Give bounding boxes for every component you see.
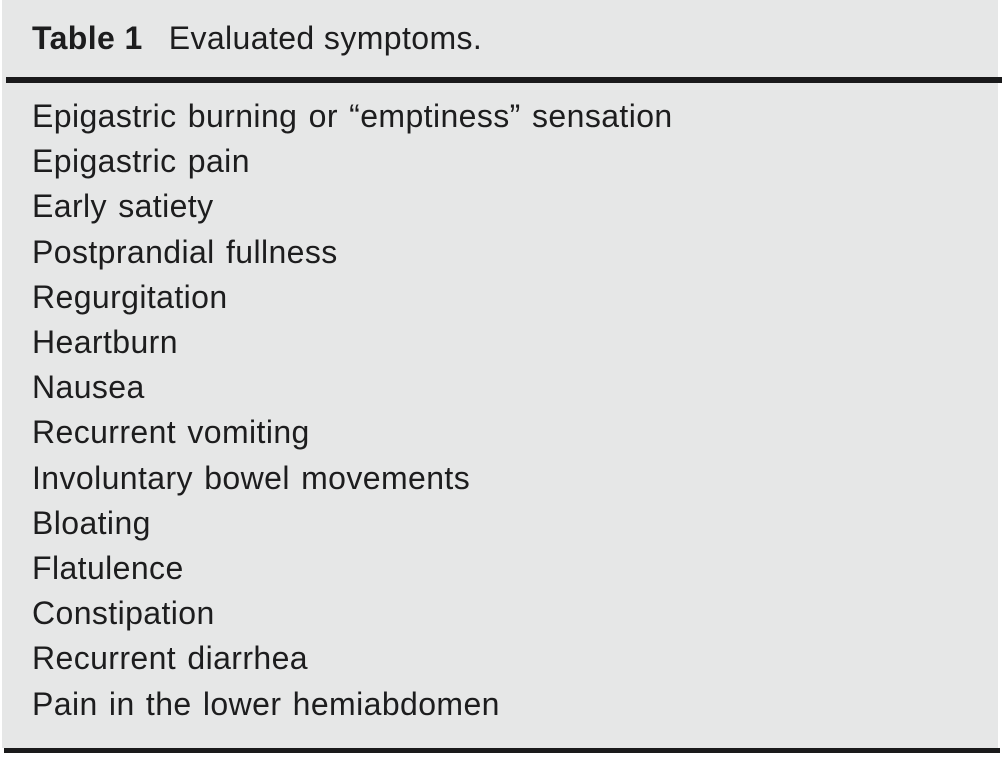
table-row: Regurgitation: [32, 278, 228, 315]
bottom-rule: [4, 748, 1000, 753]
table-row: Recurrent diarrhea: [32, 640, 308, 677]
symptom-list: Epigastric burning or “emptiness” sensat…: [32, 94, 673, 727]
table-row: Bloating: [32, 504, 151, 541]
table-row: Flatulence: [32, 550, 184, 587]
table-panel: Table 1 Evaluated symptoms. Epigastric bu…: [2, 0, 1002, 748]
table-row: Nausea: [32, 369, 145, 406]
table-row: Early satiety: [32, 188, 214, 225]
table-label: Table 1: [32, 20, 143, 56]
table-row: Epigastric pain: [32, 143, 250, 180]
table-row: Postprandial fullness: [32, 233, 338, 270]
table-title: Evaluated symptoms.: [168, 20, 483, 56]
table-row: Pain in the lower hemiabdomen: [32, 685, 500, 722]
table-caption: Table 1 Evaluated symptoms.: [32, 20, 482, 57]
header-rule: [6, 77, 1002, 83]
table-row: Heartburn: [32, 324, 178, 361]
table-row: Recurrent vomiting: [32, 414, 310, 451]
table-row: Involuntary bowel movements: [32, 459, 471, 496]
table-row: Constipation: [32, 595, 215, 632]
table-row: Epigastric burning or “emptiness” sensat…: [32, 98, 673, 134]
